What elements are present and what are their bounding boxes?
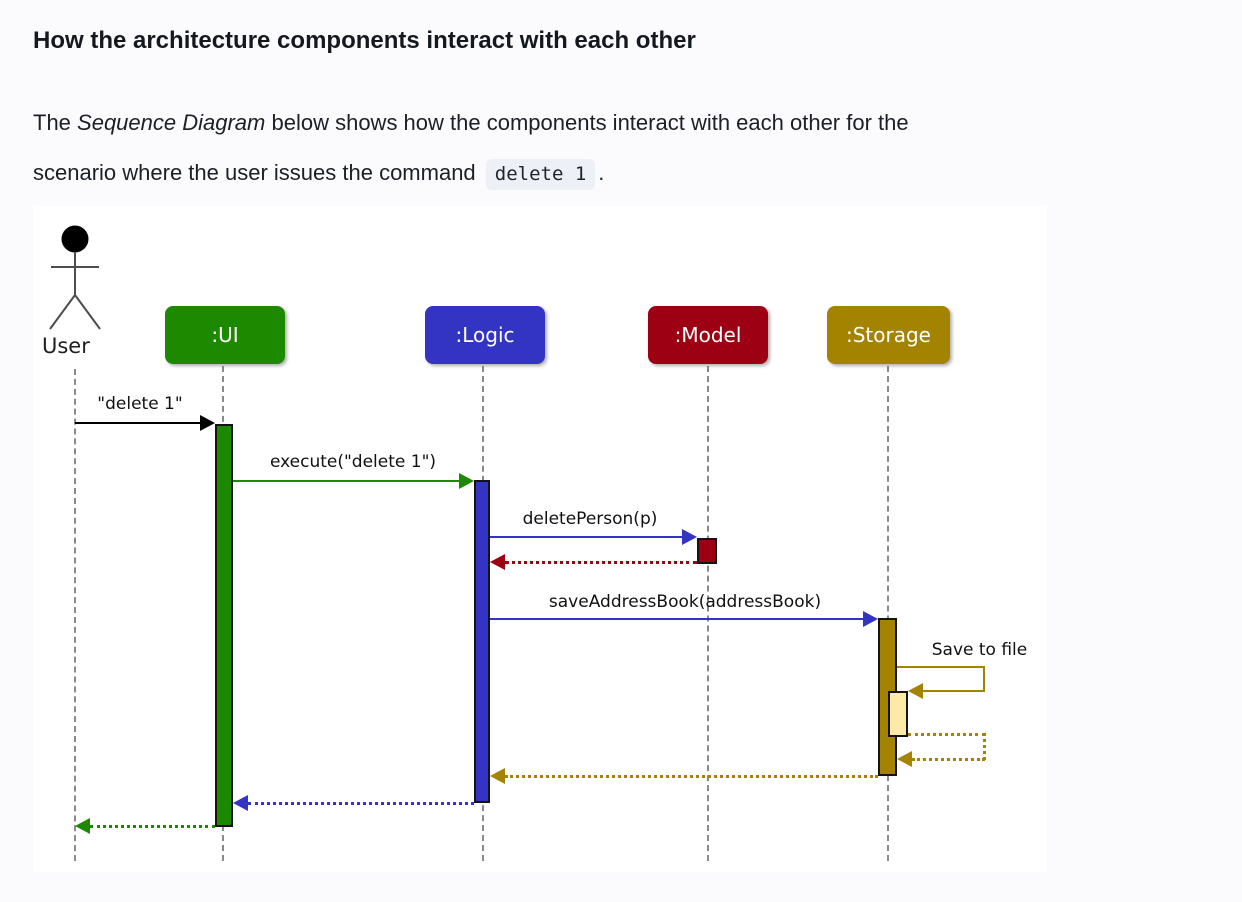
lifeline-storage (887, 366, 889, 861)
arrowhead-logic-to-storage (863, 611, 878, 627)
activation-storage-nested (888, 691, 908, 737)
message-label-logic-to-model: deletePerson(p) (522, 509, 658, 529)
participant-storage-label: :Storage (846, 323, 931, 347)
arrowhead-storage-return (490, 768, 505, 784)
participant-logic: :Logic (425, 306, 545, 364)
page-title: How the architecture components interact… (33, 27, 696, 54)
sequence-diagram-term: Sequence Diagram (77, 110, 266, 135)
arrowhead-logic-return (233, 795, 248, 811)
message-line-user-to-ui (75, 422, 201, 424)
message-line-storage-self-bottom (923, 690, 985, 692)
command-code-chip: delete 1 (485, 159, 596, 190)
message-line-logic-return (248, 802, 474, 805)
actor-user-label: User (42, 334, 90, 358)
message-line-ui-return (90, 825, 215, 828)
message-line-logic-to-model (490, 536, 682, 538)
message-label-ui-to-logic: execute("delete 1") (269, 452, 437, 472)
message-label-user-to-ui: "delete 1" (97, 394, 183, 414)
participant-model-label: :Model (674, 323, 742, 347)
user-actor-icon (49, 225, 101, 330)
activation-logic (474, 480, 490, 803)
message-line-storage-return (505, 775, 878, 778)
message-line-storage-self-vert (983, 666, 985, 692)
paragraph-tail: . (598, 160, 605, 185)
message-line-storage-selfreturn-vert (983, 733, 986, 760)
arrowhead-storage-self (908, 683, 923, 699)
intro-paragraph: The Sequence Diagram below shows how the… (33, 98, 1242, 199)
paragraph-line1-rest: below shows how the components interact … (265, 110, 909, 135)
activation-model (697, 538, 717, 564)
message-line-ui-to-logic (233, 480, 459, 482)
arrowhead-ui-return (75, 818, 90, 834)
message-line-storage-self-top (897, 666, 985, 668)
message-line-storage-selfreturn-bottom (912, 758, 985, 761)
lifeline-user (74, 369, 76, 861)
message-label-logic-to-storage: saveAddressBook(addressBook) (548, 592, 822, 612)
participant-ui: :UI (165, 306, 285, 364)
arrowhead-user-to-ui (200, 415, 215, 431)
activation-ui (215, 424, 233, 827)
lifeline-model (707, 366, 709, 861)
paragraph-lead: The (33, 110, 78, 135)
participant-ui-label: :UI (211, 323, 239, 347)
participant-logic-label: :Logic (455, 323, 515, 347)
paragraph-line2-lead: scenario where the user issues the comma… (33, 160, 482, 185)
sequence-diagram: User :UI :Logic :Model :Storage "delete … (33, 206, 1047, 872)
paragraph-line-1: The Sequence Diagram below shows how the… (33, 98, 1242, 148)
arrowhead-storage-selfreturn (897, 751, 912, 767)
arrowhead-model-return (490, 554, 505, 570)
participant-storage: :Storage (827, 306, 950, 364)
participant-model: :Model (648, 306, 768, 364)
message-line-storage-selfreturn-top (908, 733, 985, 736)
arrowhead-ui-to-logic (459, 473, 474, 489)
arrowhead-logic-to-model (682, 529, 697, 545)
message-label-storage-self: Save to file (931, 640, 1028, 660)
paragraph-line-2: scenario where the user issues the comma… (33, 148, 1242, 199)
message-line-model-return (505, 561, 697, 564)
message-line-logic-to-storage (490, 618, 863, 620)
